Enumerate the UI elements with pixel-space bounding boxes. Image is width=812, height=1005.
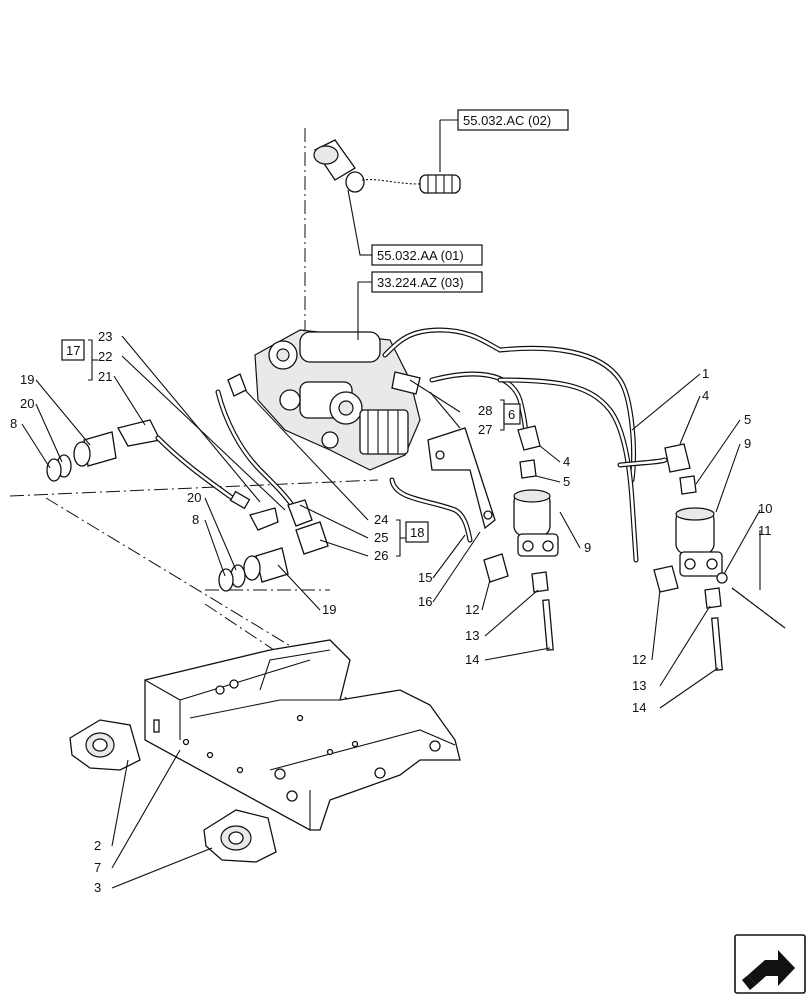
hitch-coupler-2[interactable] xyxy=(69,719,141,771)
callout-27: 27 xyxy=(478,422,492,437)
callout-20: 20 xyxy=(187,490,201,505)
callout-26: 26 xyxy=(374,548,388,563)
callout-28: 28 xyxy=(478,403,492,418)
group-box-6: 6 xyxy=(503,403,521,425)
callout-20: 20 xyxy=(20,396,34,411)
callout-24: 24 xyxy=(374,512,388,527)
callout-1: 1 xyxy=(702,366,709,381)
callout-23: 23 xyxy=(98,329,112,344)
callout-3: 3 xyxy=(94,880,101,895)
callout-19: 19 xyxy=(322,602,336,617)
leader-lines xyxy=(21,119,761,889)
callout-12: 12 xyxy=(632,652,646,667)
group-label: 18 xyxy=(410,525,424,540)
group-box-17: 17 xyxy=(61,339,85,361)
callout-22: 22 xyxy=(98,349,112,364)
callout-4: 4 xyxy=(702,388,709,403)
fitting-group-left[interactable] xyxy=(46,419,279,531)
callout-10: 10 xyxy=(758,501,772,516)
support-frame[interactable] xyxy=(144,639,461,831)
callout-7: 7 xyxy=(94,860,101,875)
callout-25: 25 xyxy=(374,530,388,545)
callout-11: 11 xyxy=(758,523,772,538)
callout-9: 9 xyxy=(584,540,591,555)
callout-13: 13 xyxy=(632,678,646,693)
mounting-bracket[interactable] xyxy=(389,427,496,543)
callout-19: 19 xyxy=(20,372,34,387)
group-label: 6 xyxy=(508,407,515,422)
wiring-harness[interactable] xyxy=(313,120,461,256)
group-label: 17 xyxy=(66,343,80,358)
valve-fittings-right[interactable] xyxy=(653,443,786,671)
reference-box-55-032-aa[interactable]: 55.032.AA (01) xyxy=(371,244,483,266)
callout-21: 21 xyxy=(98,369,112,384)
fitting-group-lower[interactable] xyxy=(218,521,329,592)
group-box-18: 18 xyxy=(405,521,429,543)
callouts: 23 22 21 19 20 8 20 8 19 24 25 26 28 27 … xyxy=(10,329,772,895)
valve-fittings-center[interactable] xyxy=(483,425,559,651)
arrow-next-icon[interactable] xyxy=(734,934,806,994)
hydraulic-valve-assembly[interactable] xyxy=(254,281,421,471)
callout-4: 4 xyxy=(563,454,570,469)
hitch-coupler-3[interactable] xyxy=(203,809,277,863)
callout-8: 8 xyxy=(10,416,17,431)
reference-box-33-224-az[interactable]: 33.224.AZ (03) xyxy=(371,271,483,293)
reference-label: 33.224.AZ (03) xyxy=(377,275,464,290)
callout-5: 5 xyxy=(563,474,570,489)
callout-12: 12 xyxy=(465,602,479,617)
callout-8: 8 xyxy=(192,512,199,527)
callout-2: 2 xyxy=(94,838,101,853)
callout-9: 9 xyxy=(744,436,751,451)
reference-label: 55.032.AA (01) xyxy=(377,248,464,263)
callout-14: 14 xyxy=(632,700,646,715)
callout-15: 15 xyxy=(418,570,432,585)
callout-13: 13 xyxy=(465,628,479,643)
reference-box-55-032-ac[interactable]: 55.032.AC (02) xyxy=(457,109,569,131)
callout-14: 14 xyxy=(465,652,479,667)
callout-5: 5 xyxy=(744,412,751,427)
reference-label: 55.032.AC (02) xyxy=(463,113,551,128)
hose-24[interactable] xyxy=(215,373,313,527)
callout-16: 16 xyxy=(418,594,432,609)
